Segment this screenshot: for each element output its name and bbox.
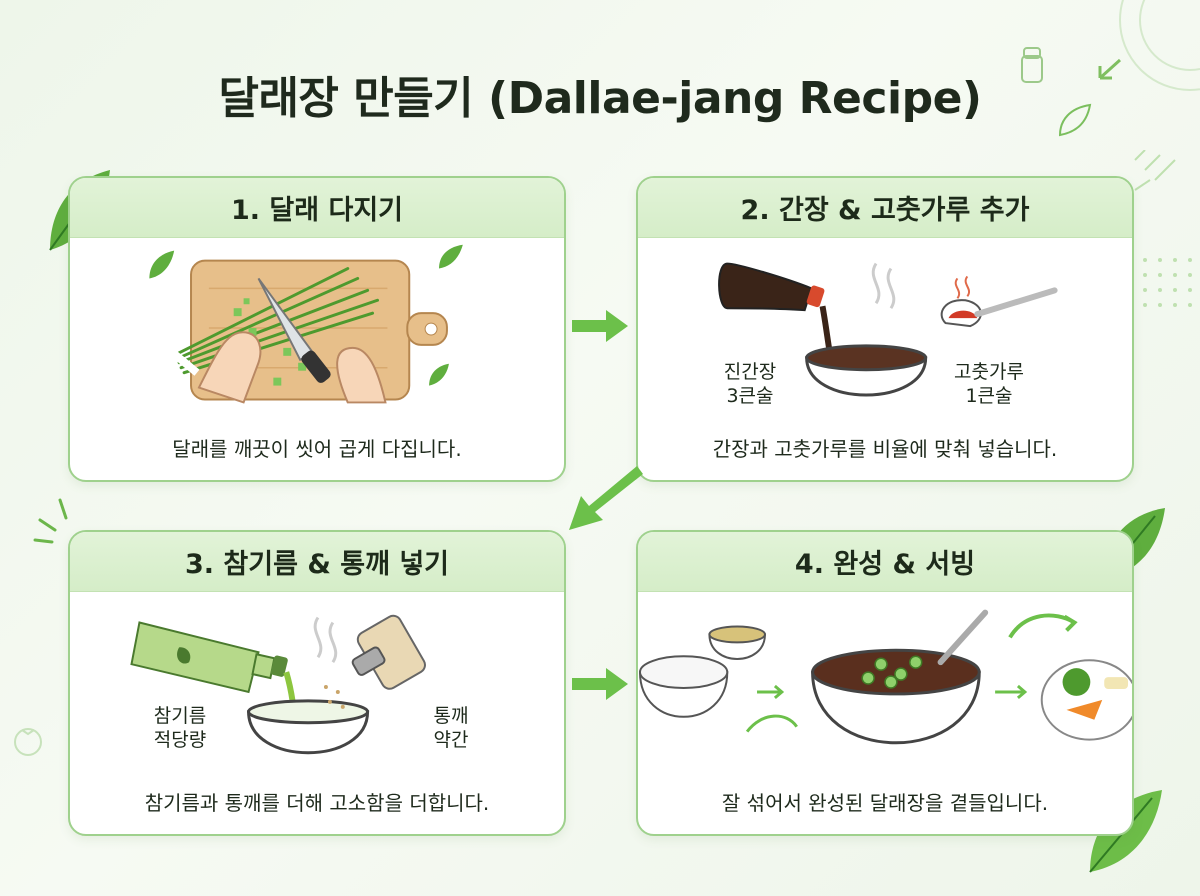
hand-icon bbox=[197, 331, 387, 404]
page-title: 달래장 만들기 (Dallae-jang Recipe) bbox=[218, 73, 982, 124]
step-caption: 참기름과 통깨를 더해 고소함을 더합니다. bbox=[144, 791, 490, 815]
step-header: 1. 달래 다지기 bbox=[70, 178, 564, 238]
knife-icon bbox=[257, 277, 331, 383]
chopped-chives bbox=[233, 298, 307, 386]
sesame-oil-bottle-icon bbox=[130, 621, 300, 732]
step-card-1: 1. 달래 다지기 달래를 깨 bbox=[68, 176, 566, 482]
arrow-icon bbox=[572, 310, 628, 342]
step-illustration bbox=[718, 262, 1058, 397]
bowl-icon bbox=[805, 344, 928, 397]
step-caption: 간장과 고춧가루를 비율에 맞춰 넣습니다. bbox=[712, 437, 1058, 461]
leaf-icon bbox=[1058, 103, 1092, 137]
side-sauce-bowl-icon bbox=[708, 625, 766, 660]
bowl-icon bbox=[247, 699, 370, 755]
bowl-icon bbox=[811, 609, 989, 745]
decor-circles bbox=[1098, 0, 1200, 91]
step-illustration bbox=[130, 614, 426, 755]
sesame-shaker-icon bbox=[323, 614, 426, 709]
chili-spoon-icon bbox=[940, 275, 1058, 328]
leaf-icon bbox=[149, 244, 463, 386]
step-header: 2. 간장 & 고춧가루 추가 bbox=[638, 178, 1132, 238]
steam-icon bbox=[313, 616, 338, 664]
step-caption: 잘 섞어서 완성된 달래장을 곁들입니다. bbox=[721, 791, 1049, 815]
step-illustration bbox=[638, 609, 1132, 745]
hatch-lines bbox=[1134, 150, 1176, 191]
arrow-icon bbox=[745, 684, 1028, 733]
side-dish-icon bbox=[1040, 659, 1132, 741]
sparkle-lines bbox=[33, 498, 68, 544]
rice-bowl-icon bbox=[638, 655, 729, 718]
arrow-icon bbox=[569, 466, 643, 530]
dot-grid bbox=[1143, 258, 1192, 307]
step-caption: 달래를 깨끗이 씻어 곱게 다집니다. bbox=[172, 437, 462, 461]
arrow-icon bbox=[572, 668, 628, 700]
step-illustration bbox=[149, 244, 463, 404]
tomato-outline-icon bbox=[14, 728, 42, 756]
steam-icon bbox=[871, 262, 896, 310]
arrow-icon bbox=[1008, 613, 1078, 639]
salt-shaker-icon bbox=[1021, 47, 1043, 83]
step-header: 4. 완성 & 서빙 bbox=[638, 532, 1132, 592]
step-card-4: 4. 완성 & 서빙 bbox=[636, 530, 1134, 836]
step-header: 3. 참기름 & 통깨 넣기 bbox=[70, 532, 564, 592]
